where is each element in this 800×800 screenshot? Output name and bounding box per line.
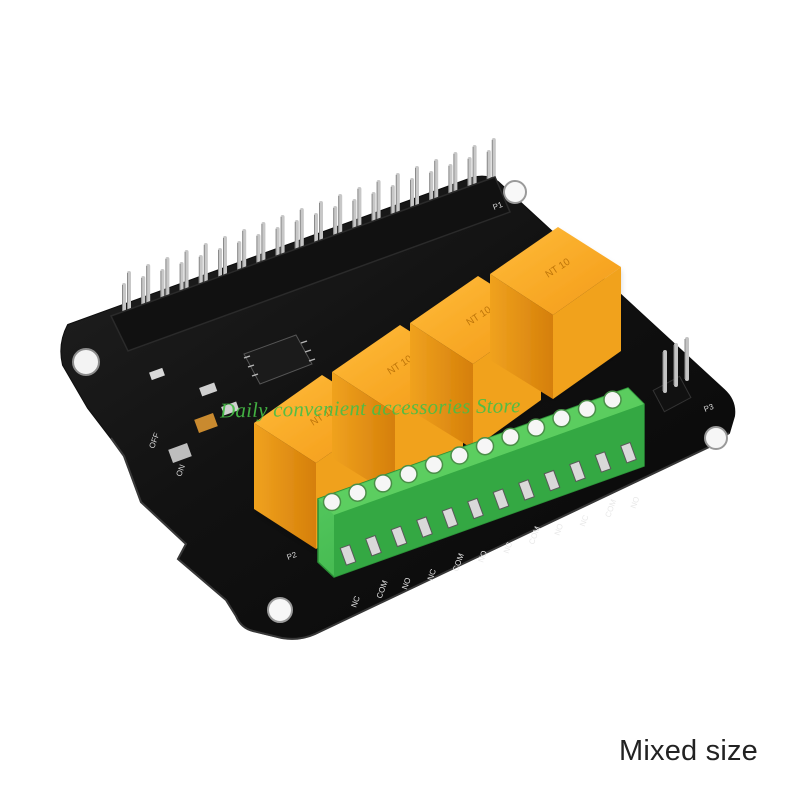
relay-4: NT 10 [490,227,621,399]
terminal-slot [620,441,637,464]
terminal-slot [339,544,357,566]
terminal-hole [475,436,495,456]
terminal-hole [373,474,393,493]
terminal-slot [569,460,586,483]
terminal-hole [322,492,342,512]
terminal-slot [390,525,408,548]
terminal-hole [603,390,622,409]
p2-label: P2 [286,550,299,562]
terminal-slot [365,534,382,557]
gpio-header [109,138,512,352]
terminal-label: NC [426,568,438,582]
terminal-label: NO [553,522,566,536]
on-label: ON [174,463,187,478]
terminal-slot [441,506,459,529]
terminal-hole [424,455,444,475]
terminal-label: NC [349,595,361,609]
terminal-hole [348,483,367,502]
terminal-hole [450,446,469,465]
terminal-hole [526,418,546,437]
relay-array: NT 10 NT 10 NT 10 NT 10 [254,227,621,549]
chipset [149,334,316,463]
terminal-hole [577,399,597,419]
terminal-label: NC [502,541,514,555]
terminal-slot [416,516,433,538]
terminal-label: NO [476,549,489,563]
terminal-slot [543,469,561,492]
p3-label: P3 [703,402,716,414]
terminal-hole [552,409,571,428]
mounting-holes [72,180,728,623]
terminal-label: COM [603,498,618,519]
terminal-label: NO [400,576,413,590]
terminal-block [317,387,645,578]
terminal-label: NC [578,514,590,528]
caption-label: Mixed size [619,735,758,767]
terminal-slot [594,451,612,473]
terminal-hole [399,464,418,484]
terminal-label: NO [629,495,642,509]
terminal-slot [467,497,484,520]
terminal-hole [501,427,520,447]
p1-label: P1 [492,200,505,212]
side-pin-header [652,337,692,413]
terminal-slot [518,479,535,501]
terminal-slot [492,488,510,511]
